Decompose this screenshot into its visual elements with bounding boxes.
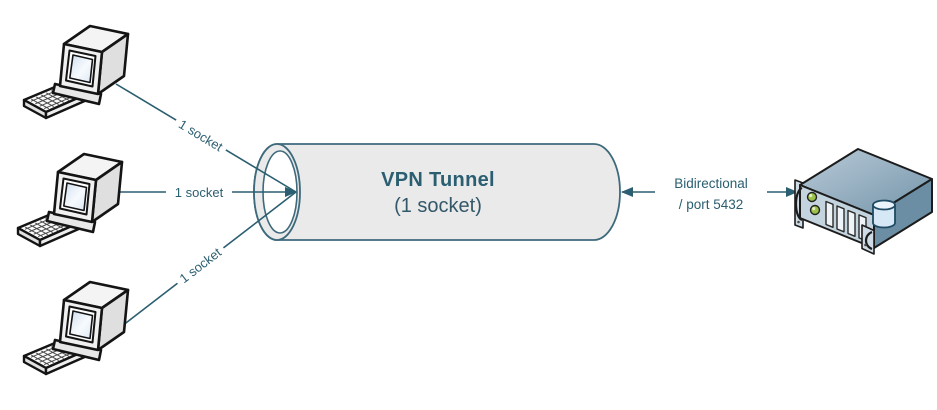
label-background xyxy=(172,112,231,157)
client-workstation-icon-3 xyxy=(22,280,130,376)
connection-label-2: 1 socket xyxy=(175,185,224,200)
bidirectional-label-line1: Bidirectional xyxy=(674,176,748,191)
vpn-tunnel-node xyxy=(253,143,621,241)
server-connection: Bidirectional / port 5432 xyxy=(621,172,798,215)
label-background xyxy=(171,240,228,290)
connection-label-3: 1 socket xyxy=(177,244,225,286)
tunnel-subtitle: (1 socket) xyxy=(394,195,482,217)
bidirectional-label-line2: / port 5432 xyxy=(679,197,744,212)
label-background xyxy=(655,172,767,215)
tunnel-cylinder xyxy=(253,143,621,241)
client-workstation-icon-1 xyxy=(22,24,130,120)
tunnel-title: VPN Tunnel xyxy=(381,169,495,191)
rack-server-icon xyxy=(793,147,934,256)
label-background xyxy=(166,183,232,200)
client-workstation-icon-2 xyxy=(16,152,124,248)
